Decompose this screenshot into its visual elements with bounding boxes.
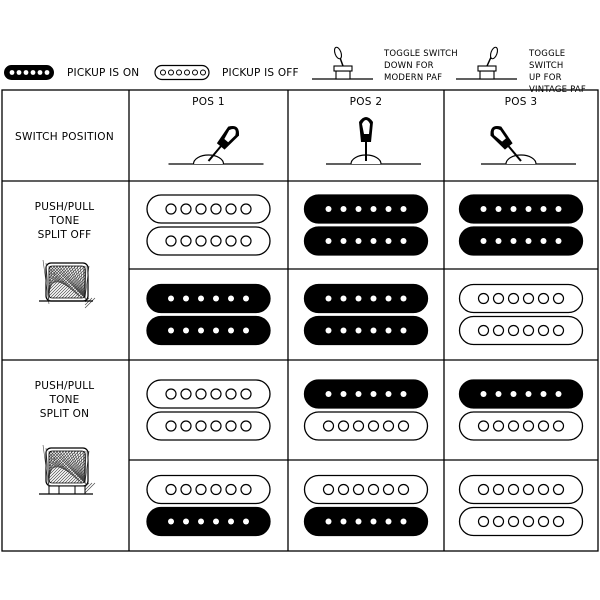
toggle-down-line-1: TOGGLE SWITCH [384,49,458,59]
toggle-down-label: TOGGLE SWITCH DOWN FOR MODERN PAF [384,48,458,84]
pickup-g1-r2-pos3 [458,283,584,346]
pickup-g2-r1-pos2 [303,379,429,441]
pickup-on-icon [4,65,54,80]
pickup-off-label: PICKUP IS OFF [222,67,299,79]
legend: PICKUP IS ON PICKUP IS OFF TOGGLE SWITCH… [0,0,600,95]
legend-graphics [4,46,517,81]
column-header-pos-1: POS 1 [192,96,225,108]
group-1-line-1: PUSH/PULL [34,201,95,213]
table-grid [1,89,599,552]
pickup-off-icon [154,64,210,81]
pickup-g1-r2-pos1 [146,283,271,346]
toggle-down-icon [312,46,373,80]
column-header-pos-3: POS 3 [504,96,538,108]
toggle-up-icon [456,46,517,80]
group-label-split-off: PUSH/PULL TONE SPLIT OFF [0,200,129,242]
pickup-g1-r1-pos1 [146,194,271,256]
pickup-g2-r1-pos3 [458,379,584,441]
pickup-g1-r1-pos3 [458,194,584,256]
group-label-split-on: PUSH/PULL TONE SPLIT ON [0,379,129,421]
toggle-up-line-2: UP FOR [529,73,562,83]
toggle-down-line-3: MODERN PAF [384,73,443,83]
switch-position-2-icon [326,117,421,165]
toggle-up-line-1: TOGGLE SWITCH [529,49,566,71]
pickup-g2-r1-pos1 [146,379,271,441]
group-2-line-3: SPLIT ON [39,408,90,420]
toggle-down-line-2: DOWN FOR [384,61,434,71]
pickup-g2-r2-pos3 [458,474,584,537]
switch-position-3-icon [481,126,576,165]
group-1-line-3: SPLIT OFF [37,229,92,241]
group-2-line-2: TONE [49,394,80,406]
group-1-line-2: TONE [49,215,80,227]
pickup-g2-r2-pos2 [303,474,429,537]
pickup-g2-r2-pos1 [146,474,271,537]
pickup-g1-r2-pos2 [303,283,429,346]
switch-position-header: SWITCH POSITION [15,131,114,143]
column-header-pos-2: POS 2 [349,96,383,108]
push-pull-knob-down-icon [39,259,96,309]
push-pull-knob-up-icon [39,444,96,495]
pickup-on-label: PICKUP IS ON [67,67,140,79]
switch-position-1-icon [168,126,264,165]
pickup-g1-r1-pos2 [303,194,429,256]
group-2-line-1: PUSH/PULL [34,380,95,392]
